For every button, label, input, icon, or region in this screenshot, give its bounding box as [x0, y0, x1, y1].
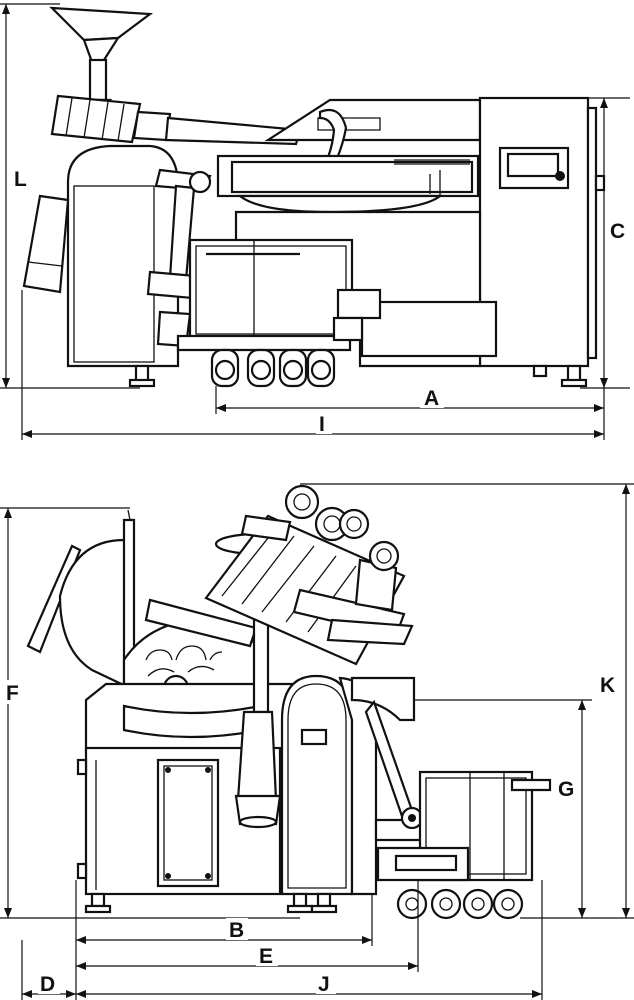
label-E: E — [259, 945, 273, 968]
label-B: B — [229, 919, 244, 942]
label-I: I — [319, 413, 325, 436]
label-A: A — [424, 387, 439, 410]
bottom-view-machine — [26, 484, 552, 920]
raised-tub — [204, 514, 414, 666]
label-D: D — [40, 973, 55, 996]
casters — [210, 348, 336, 388]
bottom-feet — [84, 892, 338, 914]
floor-trolley — [376, 770, 552, 882]
feet — [128, 364, 588, 388]
top-view-machine — [22, 6, 606, 388]
linkage — [146, 168, 212, 348]
left-column — [22, 144, 180, 368]
bowl-lid — [216, 98, 482, 214]
label-C: C — [610, 220, 625, 243]
label-J: J — [318, 973, 330, 996]
motor-arm — [50, 94, 302, 146]
bottom-dimensions — [0, 483, 634, 1000]
floor-casters — [396, 888, 524, 920]
label-K: K — [600, 674, 615, 697]
label-L: L — [14, 168, 27, 191]
bowl-knife — [122, 598, 264, 702]
dimension-labels: L C A I F K G B E J D — [4, 166, 630, 996]
top-dimensions — [0, 3, 630, 440]
tilted-lid — [26, 509, 136, 698]
label-G: G — [558, 778, 574, 801]
label-F: F — [6, 682, 19, 705]
lift-column — [280, 674, 378, 896]
raised-wheels — [284, 484, 400, 572]
trolley-tub — [176, 238, 382, 352]
